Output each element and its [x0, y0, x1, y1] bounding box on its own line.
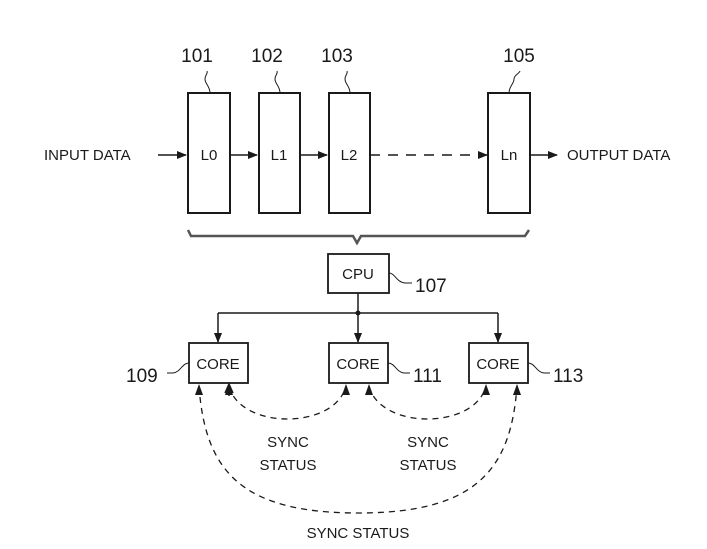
output-data-label: OUTPUT DATA [567, 147, 670, 164]
leader-line [204, 70, 211, 94]
leader-line [274, 70, 281, 94]
layer-box-ln: Ln 105 [487, 46, 535, 214]
leader-line [388, 272, 412, 284]
reference-number: 102 [251, 46, 283, 67]
layer-label: Ln [501, 147, 518, 164]
reference-number: 105 [503, 46, 535, 67]
leader-line [387, 362, 410, 374]
grouping-brace [186, 229, 531, 246]
core-label: CORE [476, 356, 519, 373]
sync-label-right-line2: STATUS [400, 457, 457, 474]
leader-line [167, 362, 190, 374]
reference-number: 107 [415, 276, 447, 297]
reference-number: 113 [553, 366, 583, 387]
layer-label: L2 [341, 147, 358, 164]
layer-box-l1: L1 102 [251, 46, 301, 214]
core-label: CORE [196, 356, 239, 373]
reference-number: 101 [181, 46, 213, 67]
layer-box-l0: L0 101 [181, 46, 231, 214]
core-label: CORE [336, 356, 379, 373]
cpu-box: CPU 107 [327, 253, 447, 297]
leader-line [344, 70, 351, 94]
reference-number: 109 [126, 366, 158, 387]
arrowhead [513, 384, 521, 395]
sync-label-outer: SYNC STATUS [307, 525, 410, 542]
layer-label: L0 [201, 147, 218, 164]
sync-label-right-line1: SYNC [407, 434, 449, 451]
arrowhead [365, 384, 373, 395]
layer-box-l2: L2 103 [321, 46, 371, 214]
reference-number: 111 [413, 366, 442, 387]
sync-label-left-line1: SYNC [267, 434, 309, 451]
sync-label-left-line2: STATUS [260, 457, 317, 474]
arrowhead [225, 384, 233, 395]
reference-number: 103 [321, 46, 353, 67]
input-data-label: INPUT DATA [44, 147, 131, 164]
sync-arc-111-113 [368, 385, 487, 420]
core-box-111: CORE 111 [328, 342, 442, 387]
arrowhead [342, 384, 350, 395]
cpu-label: CPU [342, 266, 374, 283]
core-box-113: CORE 113 [468, 342, 583, 387]
layer-label: L1 [271, 147, 288, 164]
sync-arc-109-113 [198, 385, 518, 514]
leader-line [508, 70, 521, 94]
arrowhead [195, 384, 203, 395]
sync-arc-109-111 [228, 385, 347, 420]
arrowhead [482, 384, 490, 395]
core-box-109: CORE 109 [126, 342, 249, 387]
leader-line [527, 362, 550, 374]
